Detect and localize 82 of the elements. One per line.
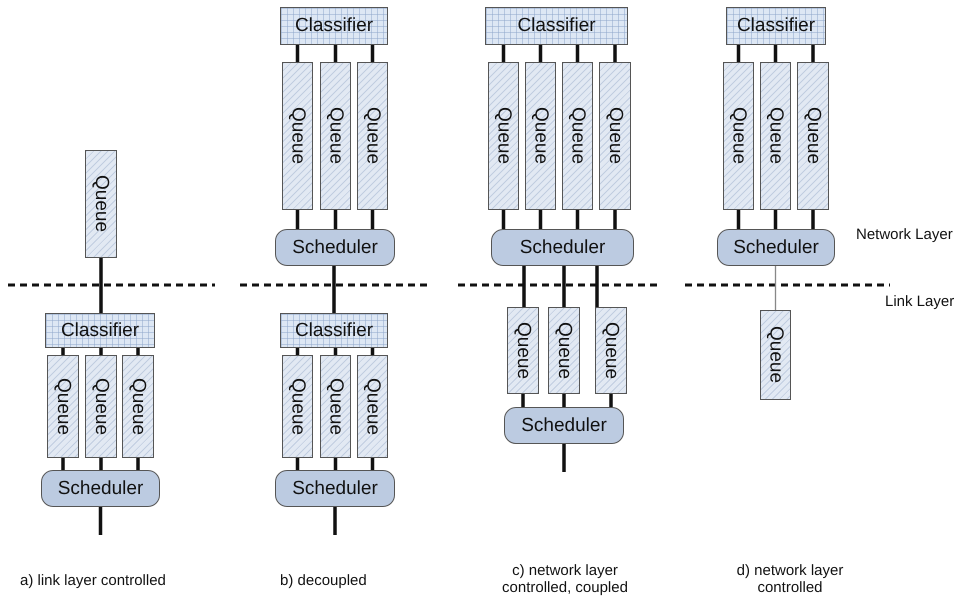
connector-line [736, 210, 740, 229]
caption: b) decoupled [280, 572, 368, 589]
queue-box: Queue [797, 62, 829, 210]
queue-box: Queue [122, 355, 154, 458]
queue-box: Queue [760, 62, 791, 210]
connector-line [61, 458, 65, 470]
connector-line [99, 258, 103, 313]
connector-line [296, 348, 300, 355]
connector-line [334, 348, 338, 355]
connector-line [99, 458, 103, 470]
connector-line [538, 210, 542, 229]
queue-box: Queue [723, 62, 754, 210]
connector-line [595, 266, 599, 307]
classifier-box: Classifier [280, 7, 388, 45]
scheduler-box: Scheduler [717, 229, 835, 266]
queue-box: Queue [595, 307, 627, 394]
connector-line [334, 458, 338, 470]
queue-box: Queue [525, 62, 556, 210]
connector-line [521, 394, 525, 407]
queue-box: Queue [760, 310, 791, 400]
classifier-box: Classifier [726, 7, 826, 45]
layer-label: Network Layer [856, 226, 954, 243]
scheduler-box: Scheduler [504, 407, 624, 444]
connector-line [811, 210, 815, 229]
connector-line [774, 45, 778, 62]
scheduler-box: Scheduler [275, 229, 395, 266]
queue-box: Queue [357, 62, 388, 210]
connector-line [613, 210, 617, 229]
connector-line [538, 45, 542, 62]
caption: d) network layer controlled [736, 562, 844, 596]
connector-line [576, 210, 580, 229]
classifier-box: Classifier [485, 7, 628, 45]
connector-line [136, 458, 140, 470]
connector-line [370, 45, 374, 62]
queue-box: Queue [507, 307, 539, 394]
connector-line [774, 210, 778, 229]
scheduler-box: Scheduler [491, 229, 634, 266]
queue-box: Queue [357, 355, 388, 458]
queue-box: Queue [282, 62, 313, 210]
connector-line [576, 45, 580, 62]
queue-box: Queue [282, 355, 313, 458]
connector-line [136, 348, 140, 355]
connector-line [370, 348, 374, 355]
queue-box: Queue [548, 307, 580, 394]
connector-line [613, 45, 617, 62]
connector-line [334, 45, 338, 62]
scheduler-box: Scheduler [41, 470, 160, 507]
queue-box: Queue [85, 355, 117, 458]
connector-line [370, 458, 374, 470]
connector-line [332, 266, 336, 313]
connector-line [296, 458, 300, 470]
connector-line [522, 266, 526, 307]
connector-line [370, 210, 374, 229]
connector-line [736, 45, 740, 62]
connector-line [811, 45, 815, 62]
connector-line [502, 45, 506, 62]
connector-line [562, 266, 566, 307]
connector-line [333, 507, 337, 535]
connector-line [562, 394, 566, 407]
caption: c) network layer controlled, coupled [501, 562, 629, 596]
connector-line [562, 444, 566, 472]
queue-box: Queue [320, 62, 351, 210]
connector-line [296, 210, 300, 229]
connector-line [61, 348, 65, 355]
classifier-box: Classifier [280, 313, 388, 348]
layer-label: Link Layer [885, 293, 956, 310]
queue-box: Queue [320, 355, 351, 458]
queue-box: Queue [47, 355, 79, 458]
queue-box: Queue [488, 62, 519, 210]
connector-line [334, 210, 338, 229]
connector-line [774, 266, 776, 310]
connector-line [99, 348, 103, 355]
scheduler-box: Scheduler [275, 470, 395, 507]
caption: a) link layer controlled [20, 572, 167, 589]
connector-line [296, 45, 300, 62]
connector-line [98, 507, 102, 535]
classifier-box: Classifier [45, 313, 155, 348]
connector-line [609, 394, 613, 407]
queue-box: Queue [562, 62, 593, 210]
queue-box: Queue [599, 62, 631, 210]
queue-box: Queue [85, 150, 117, 258]
connector-line [502, 210, 506, 229]
